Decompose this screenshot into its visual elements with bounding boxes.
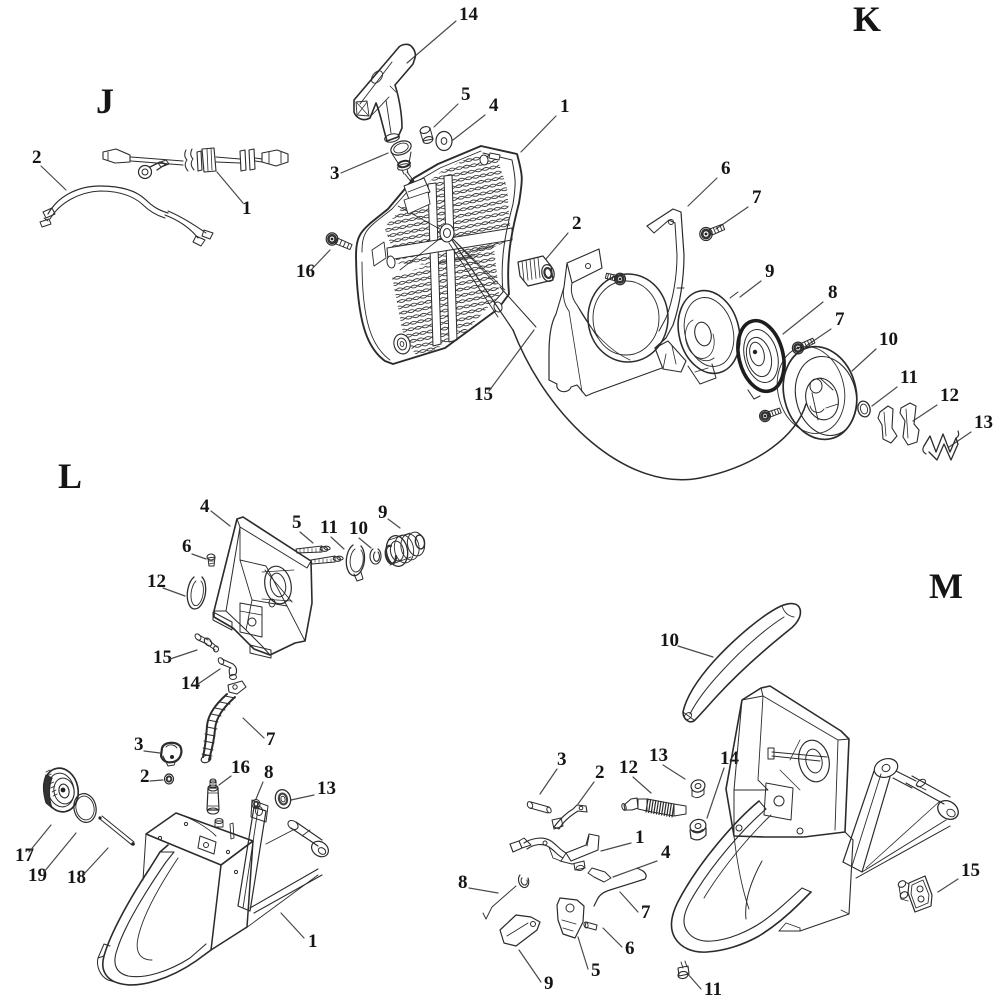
svg-text:2: 2 [572, 213, 582, 234]
svg-text:10: 10 [349, 518, 368, 539]
svg-text:19: 19 [28, 865, 47, 886]
svg-text:9: 9 [765, 261, 775, 282]
svg-text:8: 8 [458, 872, 468, 893]
svg-text:12: 12 [619, 757, 638, 778]
svg-text:14: 14 [459, 4, 479, 25]
svg-text:11: 11 [704, 979, 722, 1000]
svg-text:8: 8 [828, 282, 838, 303]
svg-text:5: 5 [461, 84, 471, 105]
svg-text:12: 12 [147, 571, 166, 592]
svg-text:13: 13 [649, 745, 668, 766]
svg-text:15: 15 [474, 384, 493, 405]
svg-text:11: 11 [900, 367, 918, 388]
svg-text:K: K [853, 0, 881, 39]
svg-text:5: 5 [591, 960, 601, 981]
svg-text:8: 8 [264, 762, 274, 783]
svg-text:13: 13 [974, 412, 993, 433]
svg-text:3: 3 [557, 749, 567, 770]
svg-text:2: 2 [32, 147, 42, 168]
svg-text:7: 7 [266, 729, 276, 750]
svg-text:13: 13 [317, 778, 336, 799]
svg-text:6: 6 [625, 938, 635, 959]
svg-text:4: 4 [489, 95, 499, 116]
svg-text:4: 4 [661, 842, 671, 863]
svg-text:1: 1 [242, 198, 252, 219]
svg-text:15: 15 [153, 647, 172, 668]
svg-text:16: 16 [296, 261, 315, 282]
svg-text:1: 1 [308, 931, 318, 952]
svg-text:7: 7 [835, 309, 845, 330]
svg-text:1: 1 [635, 827, 645, 848]
svg-text:14: 14 [181, 673, 201, 694]
svg-text:J: J [96, 81, 114, 121]
svg-text:L: L [58, 456, 82, 496]
svg-text:7: 7 [752, 187, 762, 208]
svg-text:10: 10 [879, 329, 898, 350]
svg-text:4: 4 [200, 496, 210, 517]
svg-text:3: 3 [134, 734, 144, 755]
svg-text:6: 6 [182, 536, 192, 557]
svg-text:9: 9 [378, 502, 388, 523]
svg-text:10: 10 [660, 630, 679, 651]
svg-text:7: 7 [641, 902, 651, 923]
svg-text:16: 16 [231, 757, 250, 778]
svg-text:12: 12 [940, 385, 959, 406]
svg-text:2: 2 [595, 762, 605, 783]
svg-text:17: 17 [15, 845, 35, 866]
svg-text:14: 14 [720, 748, 740, 769]
svg-text:M: M [929, 566, 963, 606]
svg-text:11: 11 [320, 517, 338, 538]
svg-text:9: 9 [544, 973, 554, 994]
svg-text:3: 3 [330, 163, 340, 184]
svg-text:6: 6 [721, 158, 731, 179]
svg-text:18: 18 [67, 867, 86, 888]
svg-text:15: 15 [961, 860, 980, 881]
svg-text:2: 2 [140, 766, 150, 787]
svg-text:5: 5 [292, 512, 302, 533]
svg-text:1: 1 [560, 96, 570, 117]
